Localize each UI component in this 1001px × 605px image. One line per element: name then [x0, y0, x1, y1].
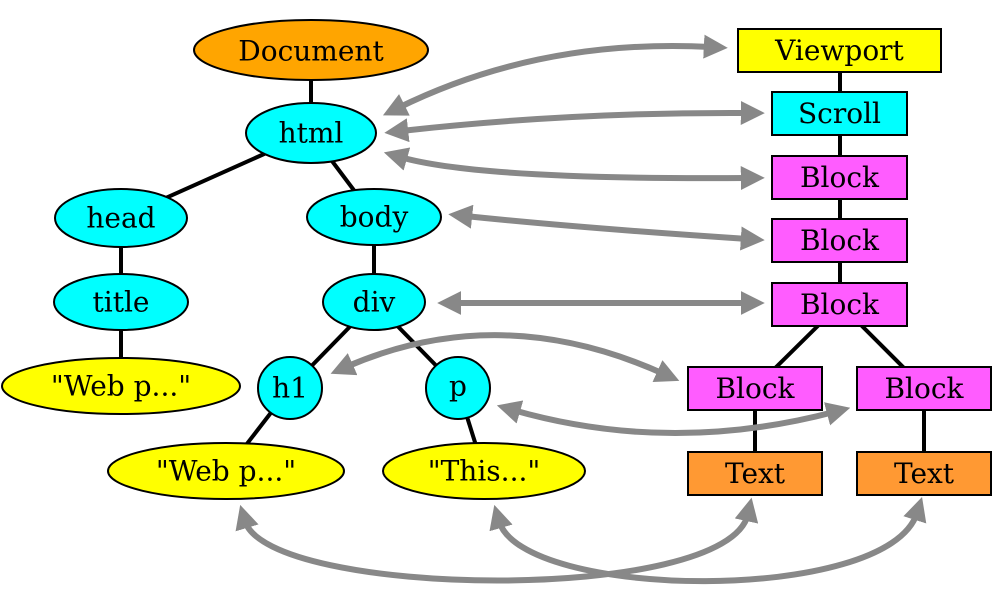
- dom-node-document: Document: [193, 19, 429, 81]
- layout-box-block-h1-shape: [687, 366, 823, 411]
- dom-node-head-shape: [54, 188, 188, 248]
- layout-box-block-h1: Block: [687, 366, 823, 411]
- arrow-body-block: [448, 204, 765, 251]
- dom-node-title-text: "Web p...": [1, 357, 241, 415]
- dom-node-p-shape: [425, 356, 491, 420]
- dom-node-title-shape: [53, 273, 189, 331]
- layout-box-scroll-label: Scroll: [798, 97, 881, 130]
- dom-node-title: title: [53, 273, 189, 331]
- layout-tree-nodes: Viewport Scroll Block Block Block Block …: [687, 28, 992, 496]
- dom-node-document-shape: [193, 19, 429, 81]
- dom-tree-nodes: Document html head body title div "Web p…: [1, 19, 586, 500]
- layout-box-text-p-shape: [856, 451, 992, 496]
- layout-box-block-body-label: Block: [800, 224, 880, 257]
- arrow-html-scroll: [384, 100, 765, 143]
- mapping-arrows: [235, 34, 927, 585]
- dom-node-div-shape: [322, 273, 426, 331]
- dom-node-body-label: body: [340, 201, 409, 234]
- dom-node-h1-label: h1: [272, 372, 308, 405]
- layout-box-block-p-shape: [856, 366, 992, 411]
- layout-box-block-body: Block: [771, 218, 908, 263]
- arrow-h1-text-textbox: [235, 497, 759, 584]
- layout-box-block-div: Block: [771, 282, 908, 327]
- dom-node-p-text-shape: [382, 442, 586, 500]
- arrow-html-viewport: [382, 34, 728, 116]
- layout-box-block-p: Block: [856, 366, 992, 411]
- arrow-p-text-textbox: [489, 496, 927, 585]
- dom-node-p-text: "This...": [382, 442, 586, 500]
- layout-box-viewport: Viewport: [737, 28, 942, 73]
- dom-node-body-shape: [306, 188, 442, 246]
- layout-box-scroll-shape: [771, 91, 908, 136]
- dom-node-h1-text: "Web p...": [107, 442, 345, 500]
- dom-node-h1-text-label: "Web p...": [156, 455, 296, 488]
- layout-box-text-h1-shape: [687, 451, 823, 496]
- dom-node-body: body: [306, 188, 442, 246]
- layout-box-block-h1-label: Block: [715, 372, 795, 405]
- layout-box-block-div-label: Block: [800, 288, 880, 321]
- dom-node-h1: h1: [257, 356, 323, 420]
- layout-box-block-html-label: Block: [800, 161, 880, 194]
- layout-box-scroll: Scroll: [771, 91, 908, 136]
- dom-node-title-text-shape: [1, 357, 241, 415]
- dom-node-p-text-label: "This...": [428, 455, 541, 488]
- layout-box-text-h1: Text: [687, 451, 823, 496]
- layout-box-block-body-shape: [771, 218, 908, 263]
- dom-node-h1-text-shape: [107, 442, 345, 500]
- dom-node-title-text-label: "Web p...": [51, 370, 191, 403]
- layout-box-block-div-shape: [771, 282, 908, 327]
- dom-node-h1-shape: [257, 356, 323, 420]
- dom-node-head-label: head: [86, 202, 155, 235]
- layout-box-text-p: Text: [856, 451, 992, 496]
- arrow-html-block: [383, 147, 765, 191]
- layout-box-viewport-label: Viewport: [774, 34, 904, 67]
- dom-node-p-label: p: [449, 370, 467, 403]
- dom-node-html-shape: [245, 102, 377, 164]
- dom-node-document-label: Document: [238, 35, 384, 68]
- dom-node-html: html: [245, 102, 377, 164]
- dom-node-div: div: [322, 273, 426, 331]
- arrow-h1-block: [330, 332, 680, 382]
- dom-node-p: p: [425, 356, 491, 420]
- layout-box-text-p-label: Text: [894, 457, 955, 490]
- dom-node-head: head: [54, 188, 188, 248]
- dom-node-html-label: html: [279, 117, 344, 150]
- layout-box-block-html-shape: [771, 155, 908, 200]
- dom-node-title-label: title: [93, 286, 150, 319]
- arrow-p-block: [496, 400, 851, 436]
- layout-box-text-h1-label: Text: [725, 457, 786, 490]
- layout-box-block-p-label: Block: [884, 372, 964, 405]
- layout-box-block-html: Block: [771, 155, 908, 200]
- layout-box-viewport-shape: [737, 28, 942, 73]
- dom-node-div-label: div: [353, 286, 396, 319]
